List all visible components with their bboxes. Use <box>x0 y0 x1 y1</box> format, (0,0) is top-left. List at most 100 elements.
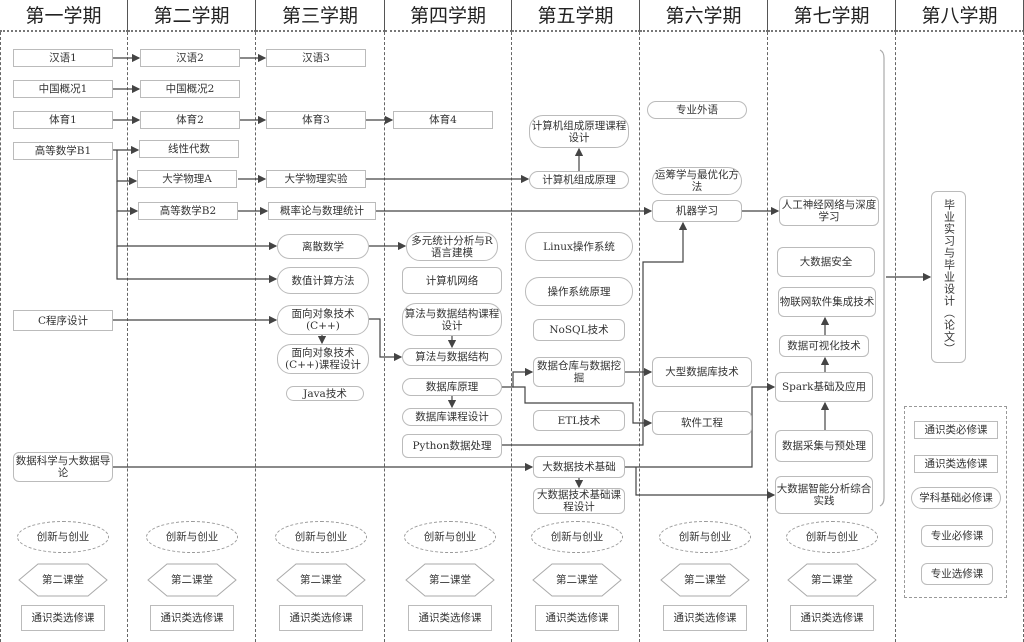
course-etl: ETL技术 <box>533 410 625 431</box>
innovation-entrepreneurship: 创新与创业 <box>786 521 878 553</box>
hexagon-shape <box>532 563 622 597</box>
second-classroom: 第二课堂 <box>147 563 237 597</box>
course-pe-2: 体育2 <box>140 111 240 129</box>
course-data-collection: 数据采集与预处理 <box>775 430 873 462</box>
second-classroom-label: 第二课堂 <box>811 574 853 586</box>
legend-major-elective: 专业选修课 <box>921 563 993 585</box>
course-data-visualization: 数据可视化技术 <box>779 335 869 357</box>
semester-header-5: 第五学期 <box>512 0 640 32</box>
general-elective-course: 通识类选修课 <box>150 605 234 631</box>
second-classroom: 第二课堂 <box>787 563 877 597</box>
hexagon-shape <box>660 563 750 597</box>
course-graduation-thesis: 毕业实习与毕业设计（论文） <box>931 191 966 363</box>
course-iot-software: 物联网软件集成技术 <box>778 287 876 317</box>
course-nosql: NoSQL技术 <box>533 319 625 341</box>
course-professional-english: 专业外语 <box>647 101 747 119</box>
course-oop-cpp: 面向对象技术(C++) <box>277 305 369 335</box>
legend <box>904 406 1007 598</box>
course-data-science-intro: 数据科学与大数据导论 <box>13 452 113 482</box>
semester-column <box>128 32 256 642</box>
course-discrete-math: 离散数学 <box>277 234 369 259</box>
course-linux: Linux操作系统 <box>525 232 633 261</box>
course-pe-1: 体育1 <box>13 111 113 129</box>
second-classroom-label: 第二课堂 <box>300 574 342 586</box>
semester-header-7: 第七学期 <box>768 0 896 32</box>
course-multivariate-r: 多元统计分析与R语言建模 <box>406 232 498 261</box>
general-elective-course: 通识类选修课 <box>408 605 492 631</box>
course-database-principles: 数据库原理 <box>402 378 502 396</box>
semester-header-4: 第四学期 <box>385 0 512 32</box>
course-chinese-2: 汉语2 <box>140 49 240 67</box>
course-numerical-methods: 数值计算方法 <box>277 267 369 294</box>
course-china-overview-1: 中国概况1 <box>13 80 113 98</box>
innovation-entrepreneurship: 创新与创业 <box>146 521 238 553</box>
semester-header-3: 第三学期 <box>256 0 385 32</box>
second-classroom: 第二课堂 <box>18 563 108 597</box>
course-os-principles: 操作系统原理 <box>525 277 633 306</box>
semester-column <box>640 32 768 642</box>
course-java: Java技术 <box>286 386 364 401</box>
course-math-b2: 高等数学B2 <box>138 202 238 220</box>
second-classroom-label: 第二课堂 <box>684 574 726 586</box>
course-computer-network: 计算机网络 <box>402 267 502 294</box>
second-classroom-label: 第二课堂 <box>42 574 84 586</box>
course-machine-learning: 机器学习 <box>652 200 742 222</box>
course-china-overview-2: 中国概况2 <box>140 80 240 98</box>
general-elective-course: 通识类选修课 <box>21 605 105 631</box>
course-big-data-project: 大数据技术基础课程设计 <box>533 488 625 514</box>
innovation-entrepreneurship: 创新与创业 <box>404 521 496 553</box>
semester-header-8: 第八学期 <box>896 0 1024 32</box>
course-data-warehouse-mining: 数据仓库与数据挖掘 <box>533 357 625 387</box>
course-algorithms-project: 算法与数据结构课程设计 <box>402 303 502 336</box>
legend-major-required: 专业必修课 <box>921 525 993 547</box>
course-probability-statistics: 概率论与数理统计 <box>268 202 376 220</box>
course-neural-networks: 人工神经网络与深度学习 <box>779 196 879 226</box>
course-big-data-fundamentals: 大数据技术基础 <box>533 456 625 478</box>
legend-general-elective: 通识类选修课 <box>914 455 998 473</box>
course-physics-a: 大学物理A <box>137 170 237 188</box>
hexagon-shape <box>276 563 366 597</box>
course-python-data: Python数据处理 <box>402 434 502 458</box>
course-pe-4: 体育4 <box>393 111 493 129</box>
general-elective-course: 通识类选修课 <box>279 605 363 631</box>
course-math-b1: 高等数学B1 <box>13 142 113 160</box>
innovation-entrepreneurship: 创新与创业 <box>659 521 751 553</box>
second-classroom-label: 第二课堂 <box>171 574 213 586</box>
legend-general-required: 通识类必修课 <box>914 421 998 439</box>
course-operations-research: 运筹学与最优化方法 <box>652 167 742 195</box>
innovation-entrepreneurship: 创新与创业 <box>17 521 109 553</box>
hexagon-shape <box>787 563 877 597</box>
general-elective-course: 通识类选修课 <box>663 605 747 631</box>
course-algorithms: 算法与数据结构 <box>402 348 502 366</box>
second-classroom-label: 第二课堂 <box>429 574 471 586</box>
hexagon-shape <box>147 563 237 597</box>
semester-column <box>768 32 896 642</box>
course-computer-org: 计算机组成原理 <box>529 171 629 189</box>
course-spark: Spark基础及应用 <box>775 372 873 402</box>
course-database-project: 数据库课程设计 <box>402 408 502 426</box>
semester-header-2: 第二学期 <box>128 0 256 32</box>
semester-column <box>0 32 128 642</box>
course-pe-3: 体育3 <box>266 111 366 129</box>
course-c-programming: C程序设计 <box>13 310 113 331</box>
semester-header-6: 第六学期 <box>640 0 768 32</box>
legend-discipline-required: 学科基础必修课 <box>911 487 1001 509</box>
general-elective-course: 通识类选修课 <box>535 605 619 631</box>
innovation-entrepreneurship: 创新与创业 <box>275 521 367 553</box>
hexagon-shape <box>18 563 108 597</box>
course-big-data-practice: 大数据智能分析综合实践 <box>775 476 873 514</box>
second-classroom: 第二课堂 <box>660 563 750 597</box>
hexagon-shape <box>405 563 495 597</box>
course-big-data-security: 大数据安全 <box>777 247 875 277</box>
course-computer-org-project: 计算机组成原理课程设计 <box>529 115 629 148</box>
semester-header-1: 第一学期 <box>0 0 128 32</box>
course-chinese-1: 汉语1 <box>13 49 113 67</box>
second-classroom: 第二课堂 <box>532 563 622 597</box>
course-large-database: 大型数据库技术 <box>652 357 752 387</box>
course-software-engineering: 软件工程 <box>652 411 752 435</box>
general-elective-course: 通识类选修课 <box>790 605 874 631</box>
course-oop-cpp-project: 面向对象技术(C++)课程设计 <box>277 344 369 374</box>
course-linear-algebra: 线性代数 <box>139 140 239 158</box>
course-physics-lab: 大学物理实验 <box>266 170 366 188</box>
